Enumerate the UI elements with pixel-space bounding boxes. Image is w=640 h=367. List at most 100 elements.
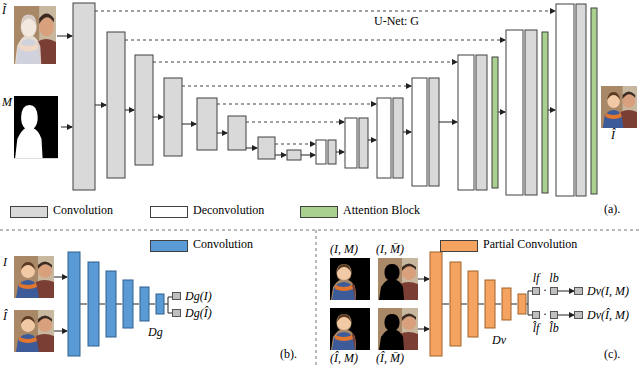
- discriminator-block: [68, 252, 80, 356]
- output-cell: lb: [550, 287, 558, 295]
- convolution-block: [197, 98, 217, 150]
- flow-arrow: [54, 277, 67, 278]
- convolution-block: [328, 4, 586, 196]
- generated-image: [14, 310, 54, 352]
- flow-arrow: [368, 140, 376, 141]
- flow-arrow: [99, 304, 105, 305]
- flow-arrow: [80, 304, 87, 305]
- image-symbol: Î: [3, 310, 7, 323]
- output-cell: lf: [532, 287, 540, 295]
- deconvolution-block: [377, 98, 391, 178]
- convolution-block: [429, 78, 439, 186]
- deconvolution-block: [316, 140, 326, 164]
- input-pair-label: (Î, M): [330, 352, 358, 365]
- output-cell: Dg(I): [172, 292, 181, 300]
- flow-arrow: [125, 110, 134, 111]
- legend-swatch: [150, 206, 188, 218]
- flow-arrow: [246, 148, 257, 149]
- deconvolution-block: [458, 55, 474, 190]
- generated-image: [14, 310, 54, 352]
- panel-tag: (c).: [604, 348, 620, 361]
- skip-connection: [246, 122, 344, 123]
- flow-arrow: [442, 304, 449, 305]
- flow-arrow: [153, 117, 163, 118]
- convolution-block: [73, 3, 301, 190]
- skip-connection: [217, 104, 376, 105]
- panel-separator: [0, 230, 640, 367]
- masked-real-image: [330, 258, 370, 300]
- flow-arrow: [149, 304, 155, 305]
- network-name: Dg: [148, 326, 163, 339]
- cell-label: Dg(I): [185, 290, 212, 303]
- connector: [558, 291, 574, 292]
- cell-label: l̂f: [533, 322, 540, 335]
- flow-arrow: [461, 304, 467, 305]
- legend-swatch: [10, 206, 48, 218]
- input-arrow: [57, 36, 72, 127]
- legend-swatch: [300, 206, 338, 218]
- convolution-block: [393, 98, 403, 178]
- output-cell: Dg(Î): [172, 309, 181, 317]
- convolution-block: [107, 32, 125, 178]
- masked-generated-image: [330, 308, 370, 350]
- flow-arrow: [182, 124, 196, 125]
- deconvolution-block: [412, 78, 427, 186]
- legend-text: Convolution: [53, 204, 113, 217]
- flow-arrow: [164, 297, 172, 304]
- convolution-block: [228, 116, 246, 150]
- discriminator-block: [88, 262, 99, 346]
- convolution-block: [287, 150, 301, 160]
- input-pair-label: (I, M̄): [376, 243, 404, 256]
- flow-arrow: [439, 122, 457, 123]
- flow-arrow: [548, 110, 555, 111]
- masked-input-image: [15, 14, 41, 64]
- skip-connection: [95, 11, 555, 12]
- discriminator-block: [156, 294, 164, 314]
- legend-swatch: [440, 240, 478, 252]
- flow-arrow: [275, 155, 286, 156]
- attention-block: [542, 32, 548, 193]
- masked-generated-image: [379, 314, 404, 350]
- flow-arrow: [403, 132, 411, 133]
- convolution-block: [328, 140, 336, 164]
- output-cell: l̂b: [550, 311, 558, 319]
- convolution-block: [73, 3, 95, 190]
- deconvolution-block: [556, 4, 574, 196]
- network-name: U-Net: G: [372, 15, 421, 28]
- deconvolution-block: [316, 4, 574, 196]
- output-image: [601, 86, 637, 128]
- real-image: [14, 256, 54, 298]
- input-pair-label: (I, M): [330, 243, 358, 256]
- flow-arrow: [116, 304, 122, 305]
- output-cell: Dv(Î, M): [574, 311, 583, 319]
- convolution-block: [525, 30, 537, 195]
- flow-arrow: [336, 152, 344, 153]
- mask-image: [14, 96, 58, 158]
- output-cell: l̂f: [532, 311, 540, 319]
- flow-arrow: [478, 304, 484, 305]
- masked-generated-image: [378, 308, 418, 350]
- legend-text: Attention Block: [343, 204, 420, 217]
- masked-input-image: [14, 6, 56, 64]
- flow-arrow: [418, 279, 429, 280]
- cell-label: Dv(Î, M): [587, 309, 629, 322]
- product-operator: ·: [543, 308, 547, 321]
- panel-separator: [0, 230, 640, 231]
- deconvolution-block: [506, 30, 523, 195]
- partial-convolution-block: [430, 252, 442, 356]
- attention-block: [492, 57, 498, 188]
- masked-input-image: [14, 6, 56, 64]
- input-pair-label: (Î, M̄): [376, 352, 404, 365]
- image-symbol: Î: [611, 129, 615, 142]
- cell-label: l̂b: [549, 322, 558, 335]
- masked-generated-image: [378, 308, 418, 350]
- flow-arrow: [495, 304, 501, 305]
- partial-convolution-block: [502, 288, 511, 320]
- cell-label: lf: [533, 272, 540, 285]
- flow-arrow: [498, 112, 505, 113]
- legend-swatch: [150, 240, 188, 252]
- discriminator-block: [68, 252, 164, 356]
- cell-label: Dg(Î): [185, 307, 212, 320]
- convolution-block: [258, 137, 275, 159]
